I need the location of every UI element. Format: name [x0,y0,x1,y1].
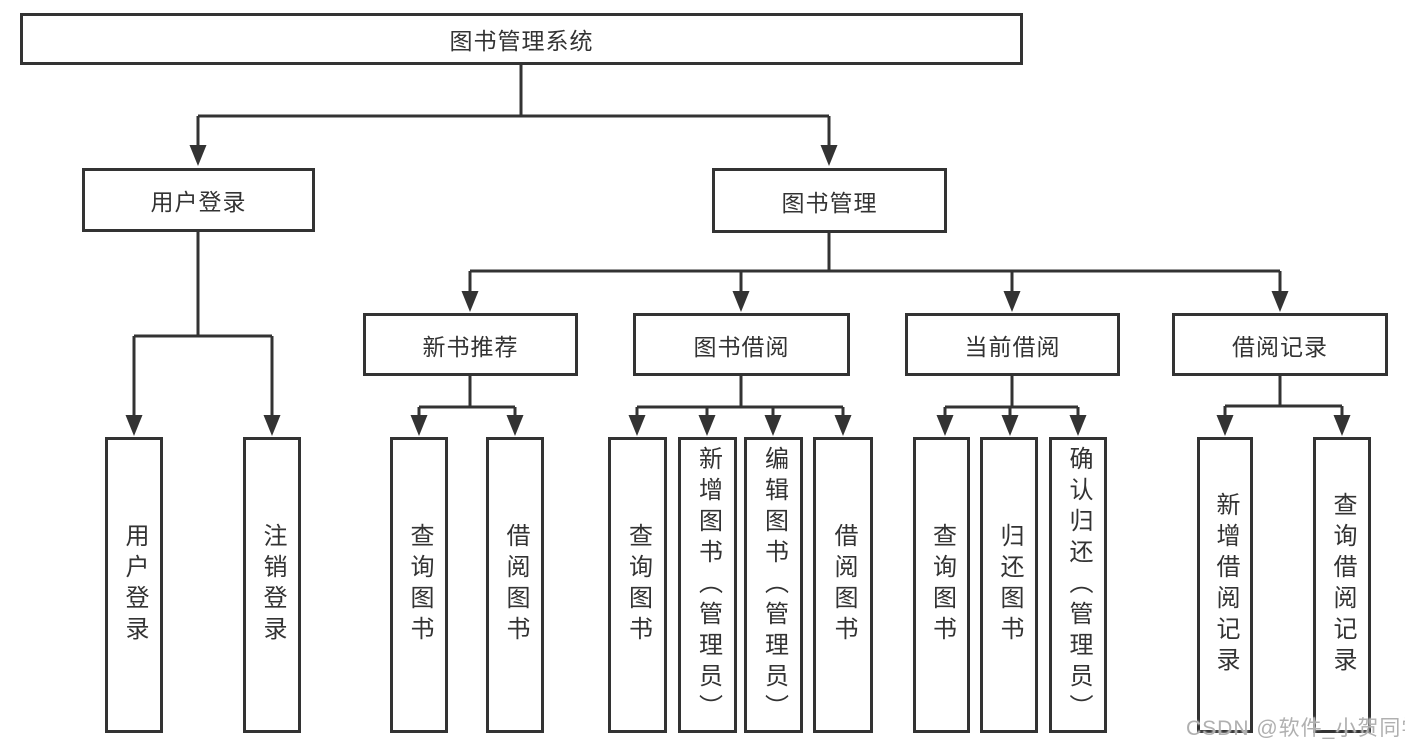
connector-current-borrow-to-leaves [936,376,1087,436]
arrowhead-icon [628,415,646,436]
arrowhead-icon [1216,415,1234,436]
csdn-watermark: CSDN @软件_小贺同学 [1186,717,1405,740]
node-new-book-recommend: 新书推荐 [363,313,578,376]
arrowhead-icon [936,415,954,436]
leaf-user-login: 用户登录 [105,437,163,733]
node-label: 借阅记录 [1232,333,1328,360]
arrowhead-icon [125,415,143,436]
node-label: 新书推荐 [422,333,519,360]
node-borrow-records: 借阅记录 [1172,313,1388,376]
connector-book-borrow-to-leaves [628,376,852,436]
arrowhead-icon [732,291,750,312]
connector-user-login-to-leaves [125,232,281,436]
node-label: 图书管理系统 [449,28,594,54]
leaf-edit-book-admin: 编辑图书（管理员） [744,437,803,733]
node-label: 图书管理 [781,189,878,216]
leaf-query-book-borrow: 查询图书 [608,437,667,733]
leaf-confirm-return-admin: 确认归还（管理员） [1049,437,1107,733]
node-label: 注销登录 [259,523,286,647]
arrowhead-icon [1333,415,1351,436]
arrowhead-icon [764,415,782,436]
node-label: 新增图书（管理员） [694,445,722,725]
connector-new-book-to-leaves [410,376,524,436]
node-label: 用户登录 [150,189,247,215]
leaf-query-book-current: 查询图书 [913,437,970,733]
node-label: 查询图书 [928,523,956,647]
arrowhead-icon [820,145,838,166]
arrowhead-icon [1271,291,1289,312]
arrowhead-icon [1001,415,1019,436]
node-label: 用户登录 [121,523,148,647]
node-label: 查询图书 [406,523,433,647]
node-book-borrow: 图书借阅 [633,313,850,376]
arrowhead-icon [461,291,479,312]
node-label: 图书借阅 [693,333,790,360]
leaf-borrow-book: 借阅图书 [813,437,873,733]
leaf-logout: 注销登录 [243,437,301,733]
node-current-borrow: 当前借阅 [905,313,1120,376]
arrowhead-icon [189,145,207,166]
leaf-query-book-recommend: 查询图书 [390,437,448,733]
connector-borrow-records-to-leaves [1216,376,1351,436]
arrowhead-icon [263,415,281,436]
arrowhead-icon [1069,415,1087,436]
connector-root-to-level2 [189,65,838,166]
leaf-return-book: 归还图书 [980,437,1038,733]
arrowhead-icon [1003,291,1021,312]
node-book-management: 图书管理 [712,168,947,233]
arrowhead-icon [698,415,716,436]
node-label: 新增借阅记录 [1212,492,1239,678]
leaf-add-borrow-record: 新增借阅记录 [1197,437,1253,733]
node-label: 当前借阅 [964,333,1061,360]
arrowhead-icon [506,415,524,436]
leaf-borrow-book-recommend: 借阅图书 [486,437,544,733]
node-root-system: 图书管理系统 [20,13,1023,65]
leaf-query-borrow-record: 查询借阅记录 [1313,437,1371,733]
node-label: 查询图书 [624,523,652,647]
node-user-login: 用户登录 [82,168,315,232]
connector-book-management-to-level3 [461,233,1289,312]
leaf-add-book-admin: 新增图书（管理员） [678,437,737,733]
arrowhead-icon [834,415,852,436]
node-label: 确认归还（管理员） [1065,445,1092,725]
node-label: 借阅图书 [502,523,529,647]
node-label: 归还图书 [996,523,1023,647]
node-label: 借阅图书 [830,523,857,647]
arrowhead-icon [410,415,428,436]
node-label: 查询借阅记录 [1329,492,1356,678]
node-label: 编辑图书（管理员） [760,445,788,725]
